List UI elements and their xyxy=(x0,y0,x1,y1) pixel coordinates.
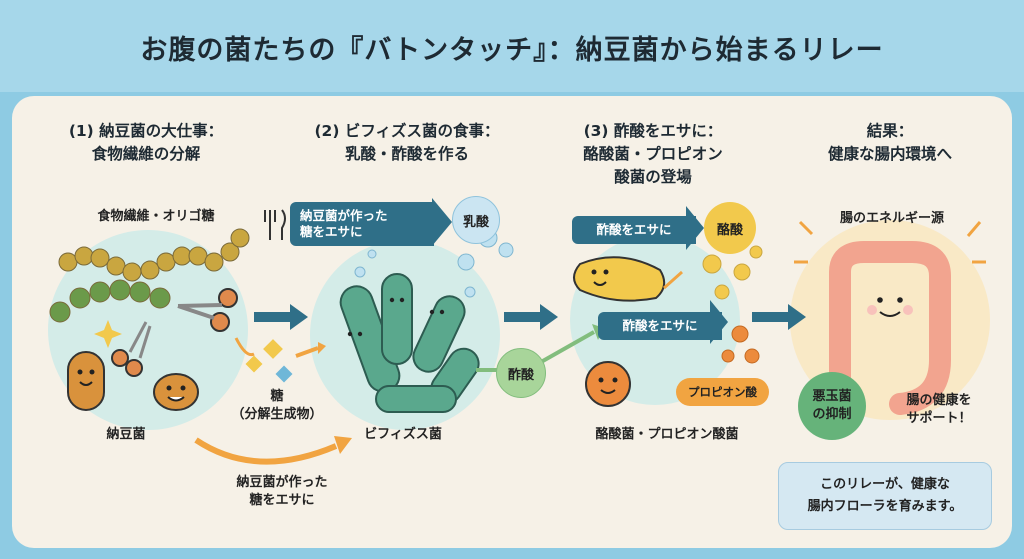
bifido-label: ビフィズス菌 xyxy=(364,427,442,442)
suppress-line1: 悪玉菌 xyxy=(812,389,852,404)
summary-note-line2: 腸内フローラを育みます。 xyxy=(807,499,963,514)
butyric-bacteria-label: 酪酸菌・プロピオン酸菌 xyxy=(595,427,739,442)
feed-box-arrowhead xyxy=(432,198,452,246)
step-arrow-2 xyxy=(504,304,558,330)
sugar-to-bifido-arrowhead xyxy=(318,342,326,354)
feed-sugar-box: 納豆菌が作った 糖をエサに xyxy=(290,202,434,246)
sugar-label: 糖 （分解生成物） xyxy=(222,388,332,424)
butyric-acid-bubble: 酪酸 xyxy=(704,202,756,254)
acetic-acid-bubble: 酢酸 xyxy=(496,348,546,398)
lactic-acid-bubble: 乳酸 xyxy=(452,196,500,244)
step1-heading-line2: 食物繊維の分解 xyxy=(91,145,201,163)
bifidobacteria-group xyxy=(339,273,480,413)
acetic-feed-box-2: 酢酸をエサに xyxy=(598,312,722,340)
summary-note-line1: このリレーが、健康な xyxy=(820,477,950,492)
bottom-arrow-label-line1: 納豆菌が作った xyxy=(236,475,328,490)
scissors-icon xyxy=(111,288,238,377)
feed-sugar-box-line2: 糖をエサに xyxy=(300,224,363,239)
bottom-arrow-label-line2: 糖をエサに xyxy=(249,493,315,508)
propionic-bacteria-character xyxy=(585,361,631,407)
acetic-feed-box-1: 酢酸をエサに xyxy=(572,216,696,244)
result-heading: 結果： 健康な腸内環境へ xyxy=(790,120,990,166)
utensils-icon xyxy=(264,209,286,240)
support-label-line2: サポート！ xyxy=(906,411,972,426)
butyric-dots xyxy=(702,245,763,300)
sugar-label-line2: （分解生成物） xyxy=(231,407,323,422)
step2-heading: (2) ビフィズス菌の食事： 乳酸・酢酸を作る xyxy=(282,120,532,166)
intestine-character xyxy=(829,241,951,415)
step-arrow-3 xyxy=(752,304,806,330)
fiber-label: 食物繊維・オリゴ糖 xyxy=(97,209,215,224)
natto-bacteria-character-2 xyxy=(153,373,199,411)
bifido-faces xyxy=(347,297,445,337)
bottom-curved-arrow xyxy=(194,437,338,465)
step3-heading: (3) 酢酸をエサに： 酪酸菌・プロピオン 酸菌の登場 xyxy=(548,120,758,189)
bottom-arrow-label: 納豆菌が作った 糖をエサに xyxy=(212,474,352,510)
energy-rays xyxy=(794,220,986,264)
step2-heading-line2: 乳酸・酢酸を作る xyxy=(344,145,469,163)
result-heading-line1: 結果： xyxy=(866,122,914,140)
support-label: 腸の健康を サポート！ xyxy=(884,392,994,428)
sugar-arrow-small xyxy=(234,337,255,357)
step3-small-arrow xyxy=(663,270,683,290)
natto-label: 納豆菌 xyxy=(106,427,146,442)
feed-sugar-box-line1: 納豆菌が作った xyxy=(300,208,388,223)
step3-heading-line1: (3) 酢酸をエサに： xyxy=(583,122,723,140)
step2-heading-line1: (2) ビフィズス菌の食事： xyxy=(314,122,500,140)
step3-heading-line3: 酸菌の登場 xyxy=(614,168,692,186)
bottom-curved-arrowhead xyxy=(334,436,352,454)
step1-heading-line1: (1) 納豆菌の大仕事： xyxy=(68,122,224,140)
result-heading-line2: 健康な腸内環境へ xyxy=(827,145,952,163)
propionic-dots xyxy=(721,325,760,364)
support-label-line1: 腸の健康を xyxy=(906,393,972,408)
acetic-green-arrow xyxy=(533,330,595,368)
step1-heading: (1) 納豆菌の大仕事： 食物繊維の分解 xyxy=(28,120,264,166)
suppress-line2: の抑制 xyxy=(812,407,852,422)
step3-heading-line2: 酪酸菌・プロピオン xyxy=(583,145,723,163)
page-title: お腹の菌たちの『バトンタッチ』：納豆菌から始まるリレー xyxy=(140,35,884,66)
sugar-to-bifido-arrow xyxy=(295,346,319,358)
step-arrow-1 xyxy=(254,304,308,330)
summary-note: このリレーが、健康な 腸内フローラを育みます。 xyxy=(778,462,992,530)
sugar-label-line1: 糖 xyxy=(270,389,284,404)
natto-bacteria-character xyxy=(67,351,105,411)
sugar-molecules xyxy=(245,339,293,383)
suppress-bad-bacteria-badge: 悪玉菌 の抑制 xyxy=(798,372,866,440)
fiber-chain xyxy=(49,228,250,323)
propionic-acid-pill: プロピオン酸 xyxy=(676,378,769,406)
butyric-bacteria-character xyxy=(573,256,666,302)
sparkle-icon xyxy=(94,320,122,348)
title-band xyxy=(0,0,1024,92)
energy-label: 腸のエネルギー源 xyxy=(839,211,944,226)
